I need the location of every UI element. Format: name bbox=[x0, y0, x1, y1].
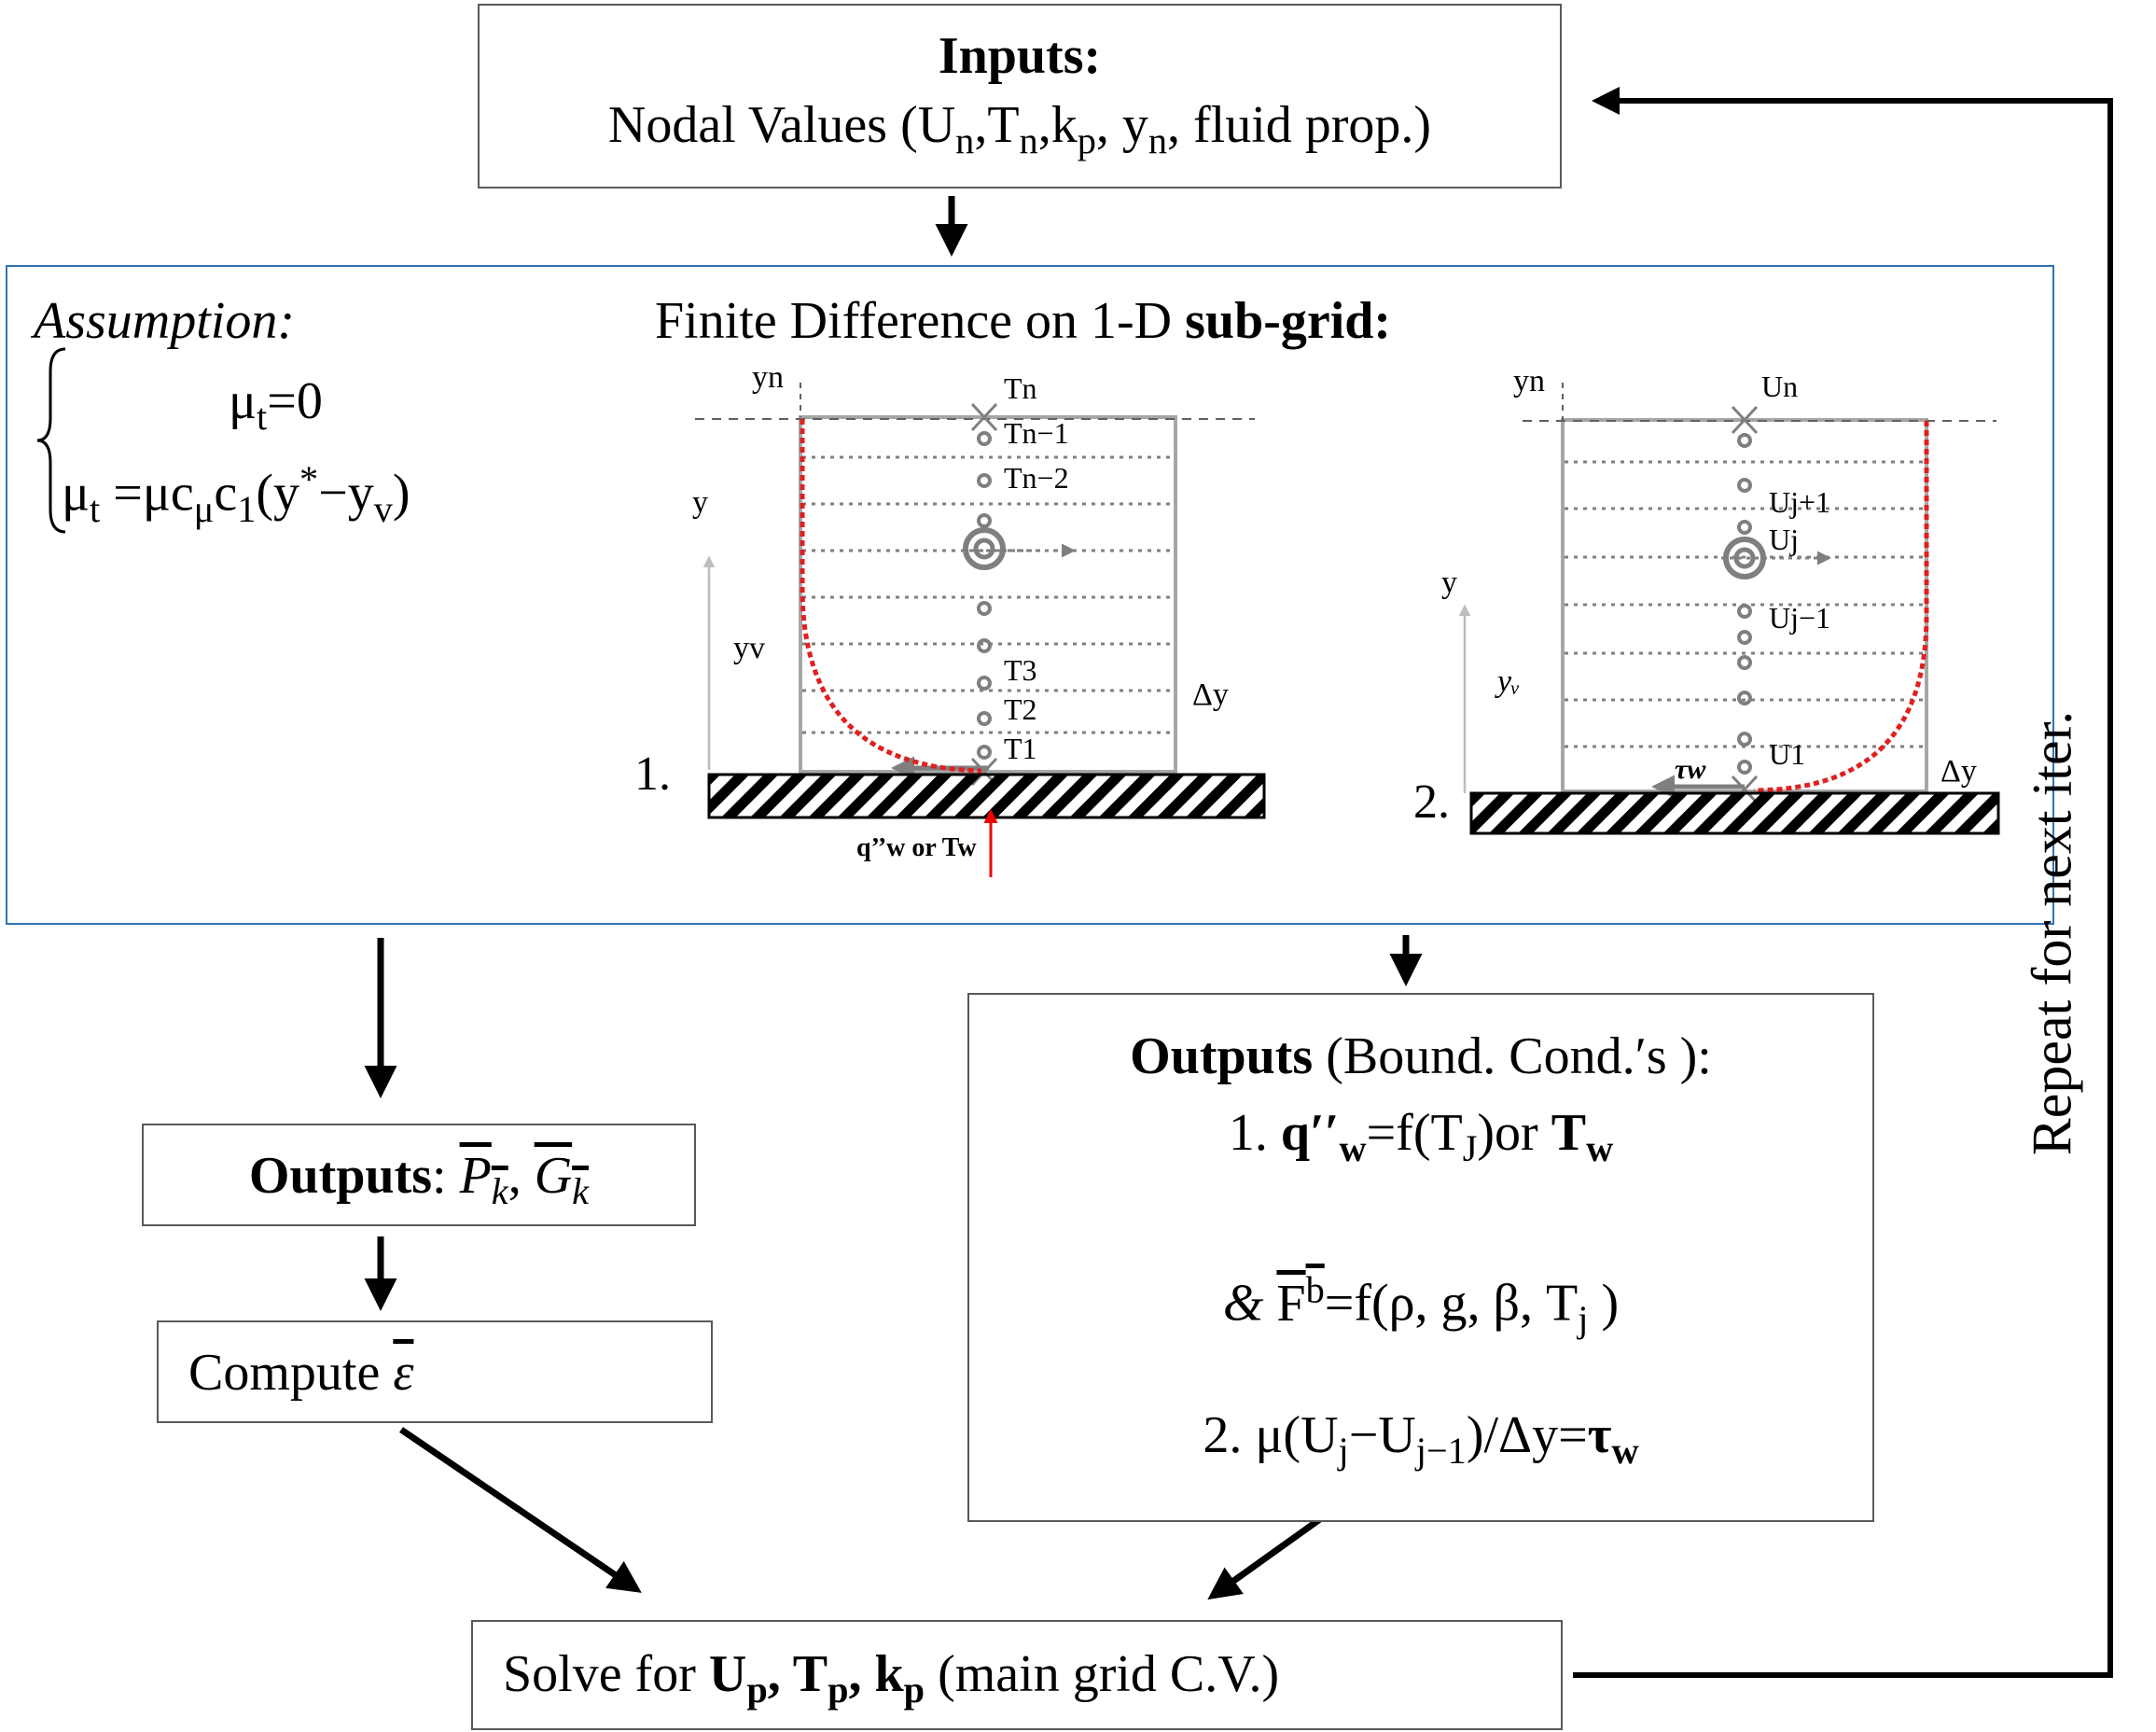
sketch2-uj1: Uj+1 bbox=[1769, 485, 1831, 519]
main-subgrid-box bbox=[6, 265, 2054, 925]
sketch2-uj: Uj bbox=[1769, 523, 1799, 556]
assumption-eq2: μt =μcμc1(y*−yv) bbox=[62, 458, 410, 530]
sketch1-tn1: Tn−1 bbox=[1004, 416, 1069, 450]
outputs-right-title: Outputs (Bound. Cond.′s ): bbox=[1130, 1027, 1712, 1085]
assumption-eq1: μt=0 bbox=[229, 372, 323, 439]
sketch2-number: 2. bbox=[1413, 775, 1450, 829]
fd-title: Finite Difference on 1-D sub-grid: bbox=[655, 292, 1392, 350]
sketch1-dy: Δy bbox=[1192, 677, 1229, 712]
sketch1-tn: Tn bbox=[1004, 371, 1037, 405]
sketch1-yv: yv bbox=[733, 631, 765, 665]
inputs-title: Inputs: bbox=[938, 27, 1102, 85]
inputs-box: Inputs: Nodal Values (Un,Tn,kp, yn, flui… bbox=[478, 4, 1562, 189]
sketch1-tn2: Tn−2 bbox=[1004, 461, 1069, 495]
outputs-left-text: Outputs: Pk, Gk bbox=[248, 1147, 590, 1213]
sketch1-y: y bbox=[692, 485, 708, 520]
solve-box: Solve for Up, Tp, kp (main grid C.V.) bbox=[471, 1620, 1563, 1730]
sketch1-t2: T2 bbox=[1004, 692, 1037, 726]
outputs-right-line3: 2. μ(Uj−Uj−1)/Δy=τw bbox=[1203, 1406, 1639, 1473]
solve-text: Solve for Up, Tp, kp (main grid C.V.) bbox=[503, 1645, 1280, 1711]
sketch2-ujm1: Uj−1 bbox=[1769, 601, 1831, 635]
sketch2-dy: Δy bbox=[1940, 754, 1977, 789]
repeat-label: Repeat for next iter. bbox=[2021, 710, 2083, 1156]
sketch1-wall-label: q’’w or Tw bbox=[856, 833, 977, 862]
sketch2-yv: yᵥ bbox=[1497, 664, 1521, 699]
assumption-brace bbox=[36, 347, 66, 534]
feedback-loop-arrow bbox=[1573, 87, 2113, 1678]
arrow-compute-to-solve bbox=[399, 1427, 642, 1593]
sketch-2-velocity-subgrid bbox=[1458, 383, 2000, 835]
sketch1-yn: yn bbox=[752, 360, 784, 395]
sketch2-u1: U1 bbox=[1769, 737, 1806, 771]
assumption-label: Assumption: bbox=[34, 292, 295, 350]
outputs-right-box: Outputs (Bound. Cond.′s ): 1. q′′w=f(TJ)… bbox=[967, 993, 1874, 1522]
inputs-nodal-values: Nodal Values (Un,Tn,kp, yn, fluid prop.) bbox=[607, 96, 1432, 162]
outputs-right-line1: 1. q′′w=f(TJ)or Tw bbox=[1228, 1104, 1614, 1170]
sketch2-tau: τw bbox=[1675, 754, 1706, 785]
outputs-left-box: Outputs: Pk, Gk bbox=[142, 1124, 696, 1226]
sketch2-y: y bbox=[1441, 566, 1457, 600]
compute-box: Compute ε bbox=[157, 1320, 713, 1423]
sketch2-un: Un bbox=[1761, 370, 1799, 403]
sketch1-t1: T1 bbox=[1004, 732, 1037, 765]
sketch2-yn: yn bbox=[1513, 364, 1545, 398]
sketch1-number: 1. bbox=[634, 747, 671, 801]
outputs-right-line2: & Fb=f(ρ, g, β, Tj ) bbox=[1222, 1268, 1620, 1340]
sketch-1-temperature-subgrid bbox=[695, 383, 1266, 877]
compute-text: Compute ε bbox=[188, 1344, 414, 1402]
sketch1-t3: T3 bbox=[1004, 653, 1037, 687]
